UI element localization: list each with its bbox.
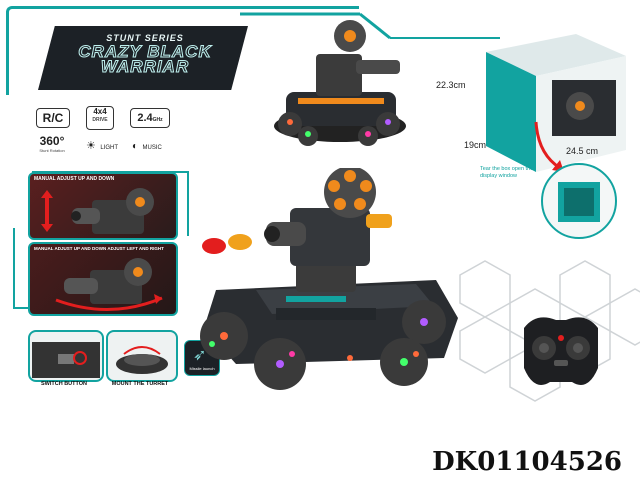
- header-subtitle: STUNT SERIES: [106, 33, 184, 43]
- up-down-arrow-icon: [41, 190, 53, 232]
- switch-button-caption: SWITCH BUTTON: [40, 381, 88, 387]
- missile-launch-caption: Missile launch: [189, 366, 215, 371]
- box-height-label: 22.3cm: [436, 80, 466, 90]
- ghz-value: 2.4: [137, 112, 153, 124]
- turret-closeup-1: [71, 188, 154, 234]
- rc-badge: R/C: [36, 108, 70, 128]
- four-by-four-label: 4x4: [93, 107, 107, 116]
- rotation-sub-label: Stunt Rotation: [39, 148, 65, 153]
- ghz-unit: GHz: [152, 117, 163, 123]
- light-label: LIGHT: [100, 145, 118, 151]
- missile-launch-badge: ➶ Missile launch: [184, 340, 220, 376]
- vehicle-main-image: [200, 168, 458, 390]
- header-banner: [38, 26, 248, 90]
- mount-turret-caption: MOUNT THE TURRET: [111, 381, 169, 387]
- header-title-line1: CRAZY BLACK: [78, 42, 212, 61]
- mount-closeup: [116, 346, 168, 374]
- rotation-badge: 360° Stunt Rotation: [34, 134, 70, 153]
- light-icon: ☀: [86, 140, 96, 152]
- product-code: DK01104526: [432, 447, 622, 477]
- header-frame: [6, 6, 359, 95]
- vehicle-top-image: [274, 20, 406, 146]
- display-window-image: [541, 163, 617, 239]
- product-box-image: [486, 34, 626, 172]
- mount-turret-panel: [106, 330, 178, 382]
- switch-closeup: [32, 342, 100, 378]
- missile-icon: ➶: [193, 347, 207, 364]
- box-note: Tear the box open the display window: [480, 166, 534, 179]
- panel1-caption: MANUAL ADJUST UP AND DOWN: [34, 176, 115, 182]
- panel2-caption: MANUAL ADJUST UP AND DOWN ADJUST LEFT AN…: [34, 246, 164, 251]
- music-badge: ◐ MUSIC: [132, 136, 172, 154]
- header-title-line2: WARRIAR: [100, 57, 190, 76]
- ghz-badge: 2.4GHz: [130, 108, 170, 128]
- box-width-label: 24.5 cm: [566, 146, 599, 156]
- drive-label: DRIVE: [92, 117, 108, 123]
- box-depth-label: 19cm: [464, 140, 487, 150]
- remote-controller-image: [524, 317, 598, 385]
- adjust-all-directions-panel: MANUAL ADJUST UP AND DOWN ADJUST LEFT AN…: [28, 242, 178, 316]
- four-by-four-badge: 4x4 DRIVE: [86, 106, 114, 130]
- speaker-icon: ◐: [132, 141, 139, 152]
- light-badge: ☀ LIGHT: [86, 136, 126, 154]
- switch-button-panel: [28, 330, 104, 382]
- music-label: MUSIC: [142, 145, 162, 151]
- turret-closeup-2: [55, 258, 163, 312]
- adjust-up-down-panel: MANUAL ADJUST UP AND DOWN: [28, 172, 178, 240]
- header-title: CRAZY BLACK WARRIAR: [60, 42, 230, 76]
- header-accent-lines: [240, 12, 500, 40]
- rotation-label: 360°: [39, 134, 65, 148]
